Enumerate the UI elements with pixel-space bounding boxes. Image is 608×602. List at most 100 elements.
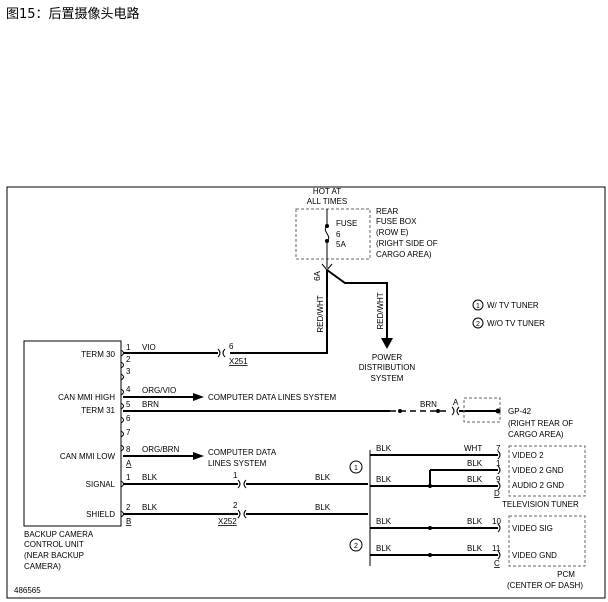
pin-number-b2: 2: [126, 503, 131, 512]
tv-tuner-name: TELEVISION TUNER: [502, 500, 579, 509]
signal-wire-label-right: BLK: [315, 473, 331, 482]
pcm-connector-c: C: [494, 559, 500, 568]
pin-number-6: 6: [126, 414, 131, 423]
can-low-destination-1: COMPUTER DATA: [208, 448, 277, 457]
camera-connector-b: 1 2 B: [120, 473, 131, 526]
figure-title: 图15：后置摄像头电路: [6, 7, 140, 22]
brn-splice-2: [436, 409, 440, 413]
can-low-arrow: [193, 452, 204, 460]
pin-number-4: 4: [126, 385, 131, 394]
diagram-id: 486565: [14, 586, 41, 595]
pcm-sig-dot: [428, 526, 432, 530]
pds-line-3: SYSTEM: [371, 374, 404, 383]
legend-num-2: 2: [476, 321, 480, 328]
red-wht-wire-to-pds: [326, 269, 388, 338]
connector-b-label: B: [126, 517, 131, 526]
pin-number-3: 3: [126, 367, 131, 376]
x251-pin: 6: [229, 342, 234, 351]
fuse-number: 6: [336, 230, 341, 239]
pin-label-signal: SIGNAL: [86, 480, 116, 489]
legend-marker-1: [472, 299, 484, 311]
fuse-box-line-3: (ROW E): [376, 228, 409, 237]
tv-signal-audio2-gnd: AUDIO 2 GND: [512, 481, 564, 490]
legend-text-2: W/O TV TUNER: [487, 319, 545, 328]
gp42-location-2: CARGO AREA): [508, 430, 564, 439]
tv-audio-label-left: BLK: [376, 475, 392, 484]
pin-number-1: 1: [126, 343, 131, 352]
pin-label-shield: SHIELD: [86, 510, 115, 519]
pcm-pin-11: 11: [492, 544, 501, 553]
can-high-destination: COMPUTER DATA LINES SYSTEM: [208, 393, 337, 402]
fuse-tap-label: 6A: [313, 270, 322, 280]
gp42-location-1: (RIGHT REAR OF: [508, 419, 573, 428]
option-num-2: 2: [354, 543, 358, 550]
fuse-label: FUSE: [336, 219, 357, 228]
brn-wire-label: BRN: [142, 400, 159, 409]
gp42-connector: [451, 406, 460, 416]
tv-pin-9: 9: [496, 475, 501, 484]
tv-pin-7: 7: [496, 444, 501, 453]
tv-signal-video2-gnd: VIDEO 2 GND: [512, 466, 564, 475]
org-vio-wire-label: ORG/VIO: [142, 386, 176, 395]
pin-number-2: 2: [126, 355, 131, 364]
pcm-pin-brackets: [497, 523, 501, 560]
gp42-pin: A: [453, 398, 459, 407]
tv-video2-label-right: WHT: [464, 444, 482, 453]
pcm-gnd-label-right: BLK: [467, 544, 483, 553]
option-num-1: 1: [354, 465, 358, 472]
pin-number-8: 8: [126, 445, 131, 454]
pcm-signal-video-gnd: VIDEO GND: [512, 551, 557, 560]
camera-unit-box: [23, 340, 122, 527]
pcm-box: [508, 515, 586, 567]
x252-name: X252: [218, 517, 237, 526]
x252-pin-1: 1: [233, 471, 238, 480]
fuse-element: [324, 225, 330, 242]
red-wht-wire-to-camera: [230, 270, 328, 354]
tv-video2-label-left: BLK: [376, 444, 392, 453]
x252-connector-pin1: [237, 479, 247, 489]
tv-gnd-label-right-1: BLK: [467, 459, 483, 468]
pds-line-2: DISTRIBUTION: [359, 363, 416, 372]
brn-wire-label-right: BRN: [420, 400, 437, 409]
connector-a-label: A: [126, 459, 132, 468]
option-marker-2: [349, 538, 363, 552]
pcm-location: (CENTER OF DASH): [507, 581, 583, 590]
pcm-gnd-label-left: BLK: [376, 544, 392, 553]
brn-splice-1: [398, 409, 402, 413]
pcm-name: PCM: [557, 570, 575, 579]
pin-number-b1: 1: [126, 473, 131, 482]
tv-signal-video2: VIDEO 2: [512, 451, 544, 460]
pcm-pin-10: 10: [492, 517, 501, 526]
pcm-gnd-dot: [428, 553, 432, 557]
x252-pin-2: 2: [233, 501, 238, 510]
x251-name: X251: [229, 357, 248, 366]
can-high-arrow: [193, 393, 204, 401]
fuse-box-line-5: CARGO AREA): [376, 250, 432, 259]
tv-pin-brackets: [497, 450, 501, 491]
fuse-box-line-1: REAR: [376, 207, 398, 216]
signal-wire-label: BLK: [142, 473, 158, 482]
tv-gnd-label-right-2: BLK: [467, 475, 483, 484]
fuse-box-line-4: (RIGHT SIDE OF: [376, 239, 438, 248]
pin-label-term30: TERM 30: [81, 350, 115, 359]
pin-number-5: 5: [126, 400, 131, 409]
legend-text-1: W/ TV TUNER: [487, 301, 539, 310]
pds-line-1: POWER: [372, 353, 402, 362]
pds-arrow: [381, 338, 393, 349]
all-times-label: ALL TIMES: [307, 197, 347, 206]
pcm-signal-video-sig: VIDEO SIG: [512, 524, 553, 533]
hot-at-label: HOT AT: [313, 187, 341, 196]
pcm-sig-label-right: BLK: [467, 517, 483, 526]
legend-num-1: 1: [476, 303, 480, 310]
can-low-destination-2: LINES SYSTEM: [208, 459, 267, 468]
camera-connector-a: 1 2 3 4 5 6 7 8 A: [120, 343, 132, 468]
vio-wire-label: VIO: [142, 343, 156, 352]
org-brn-wire-label: ORG/BRN: [142, 445, 180, 454]
x251-connector: [217, 348, 226, 358]
pin-label-term31: TERM 31: [81, 406, 115, 415]
red-wht-label-2: RED/WHT: [376, 292, 385, 329]
shield-wire-label: BLK: [142, 503, 158, 512]
tv-tuner-box: [508, 445, 586, 497]
fuse-box-line-2: FUSE BOX: [376, 217, 417, 226]
